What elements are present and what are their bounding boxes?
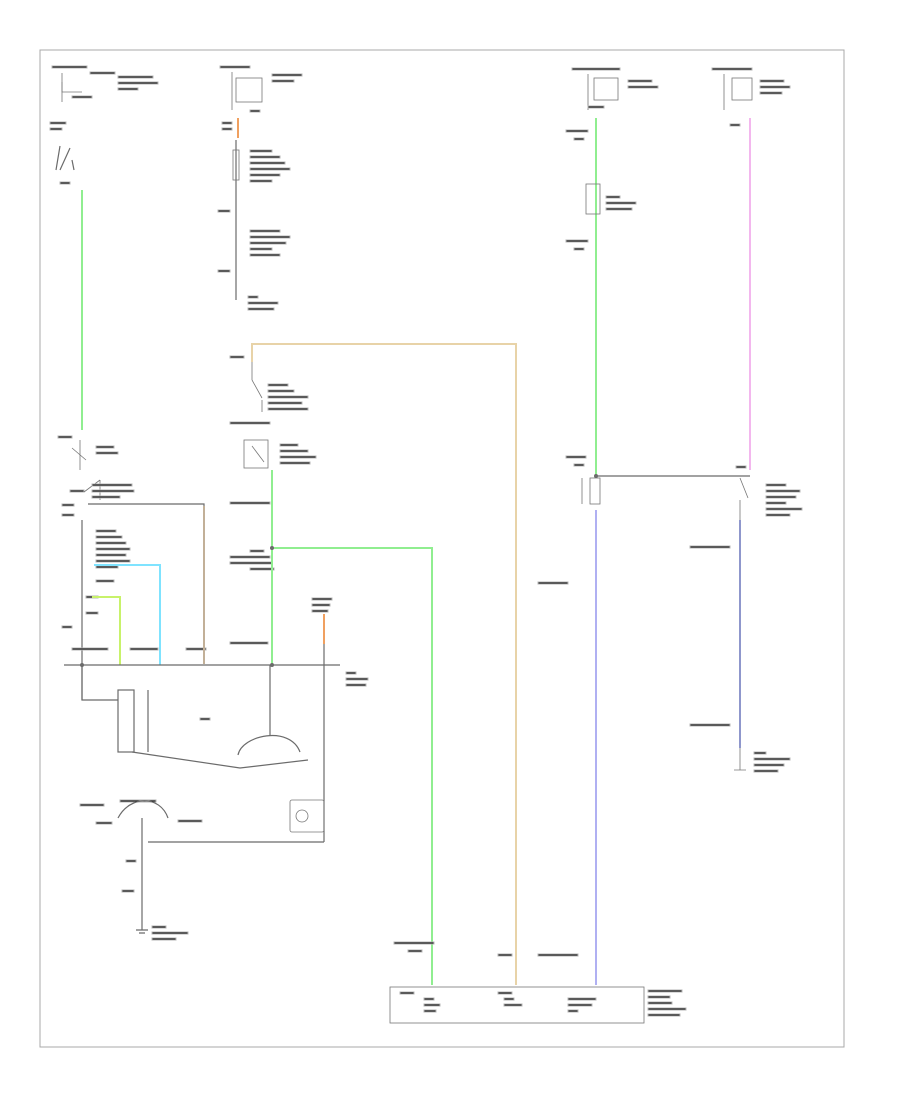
hot-in-run-block [711,67,791,127]
cooling-fan-relay [57,435,207,700]
fuse-block-top-left [51,65,159,102]
fusible-link [49,121,75,185]
fan-motor-assembly [81,620,325,843]
junction-dots [80,474,598,667]
ignition-switch-block [219,65,303,131]
tan-loop-wire [251,343,517,985]
clutch-pedal-switch [217,140,291,311]
ac-pressure-switches [229,355,317,645]
ecm-feed-wire [272,547,433,985]
ac-switch [79,799,203,941]
cyan-branch-wire [94,564,161,665]
diagram-frame [39,49,845,1048]
lime-branch-wire [92,596,121,665]
right-junction [565,455,803,520]
transmission-sensor [734,748,791,773]
top-right-fuse-block [565,67,659,251]
control-module [389,941,687,1024]
